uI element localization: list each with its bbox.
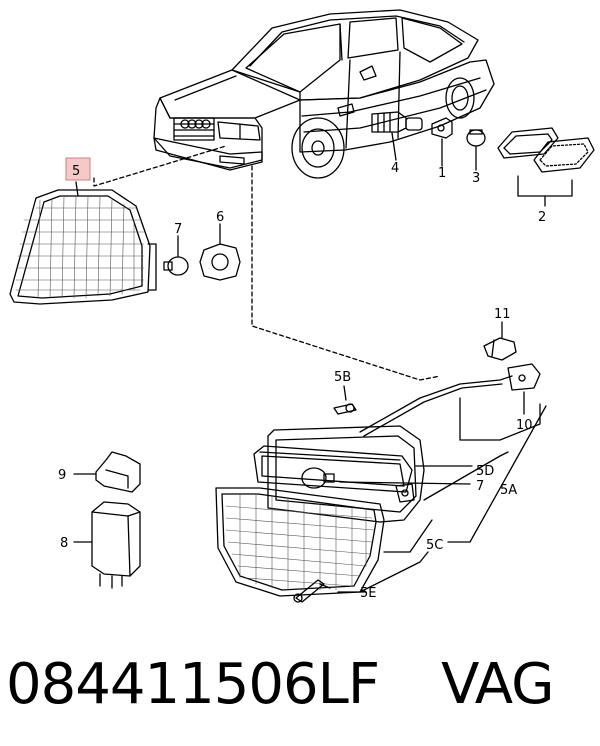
label-7-top: 7 — [174, 222, 182, 237]
label-5C: 5C — [426, 538, 443, 553]
label-7-lamp: 7 — [476, 479, 484, 494]
parts-diagram: 4 1 3 2 5 7 6 11 5B 10 9 5D 7 5A 8 5C 5E — [9, 9, 595, 603]
label-5B: 5B — [334, 370, 351, 385]
label-2: 2 — [538, 210, 546, 225]
car-illustration — [153, 9, 495, 179]
relay-item-8 — [73, 501, 141, 589]
label-3: 3 — [472, 171, 480, 186]
label-5: 5 — [72, 164, 80, 179]
label-5A: 5A — [500, 483, 517, 498]
label-11: 11 — [494, 307, 511, 322]
label-1: 1 — [438, 166, 446, 181]
label-9: 9 — [58, 468, 66, 483]
label-10: 10 — [516, 418, 533, 433]
fog-lamp-group — [215, 321, 547, 603]
brand-name: VAG — [441, 652, 554, 717]
part-number: 084411506LF — [6, 652, 380, 717]
side-marker-bulb-group — [371, 111, 595, 207]
label-5D: 5D — [476, 464, 494, 479]
label-5E: 5E — [360, 586, 377, 601]
corner-lamp-group — [9, 145, 241, 305]
bracket-item-9 — [73, 451, 141, 493]
label-6: 6 — [216, 210, 224, 225]
part-caption: 084411506LF VAG — [6, 650, 555, 730]
highlight-box-item-5 — [65, 157, 91, 181]
label-4: 4 — [391, 161, 399, 176]
label-8: 8 — [60, 536, 68, 551]
